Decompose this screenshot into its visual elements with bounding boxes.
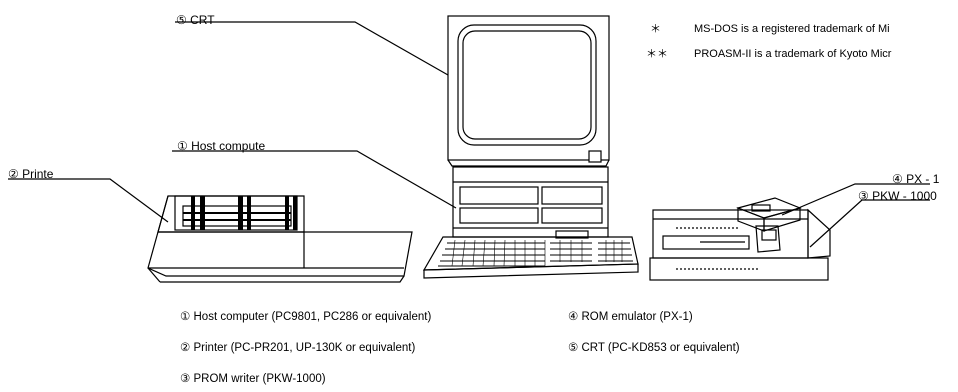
legend-host-computer: ① Host computer (PC9801, PC286 or equiva…	[180, 310, 431, 324]
host-computer-unit	[453, 167, 608, 237]
host-computer-callout: ① Host compute	[177, 139, 265, 153]
rom-emulator-callout: ④ PX - 1	[892, 172, 939, 186]
printer-callout: ② Printe	[8, 167, 53, 181]
crt-callout: ⑤ CRT	[176, 13, 215, 27]
printer	[148, 196, 412, 282]
prom-writer	[650, 210, 830, 280]
trademark-note-1-text: MS-DOS is a registered trademark of Mi	[694, 23, 890, 36]
pkw-leader-line	[810, 200, 930, 247]
keyboard	[424, 231, 638, 278]
prom-writer-callout: ③ PKW - 1000	[858, 189, 937, 203]
host-leader-line	[172, 151, 456, 208]
legend-rom-emulator: ④ ROM emulator (PX-1)	[568, 310, 693, 324]
legend-crt: ⑤ CRT (PC-KD853 or equivalent)	[568, 341, 740, 355]
legend-prom-writer: ③ PROM writer (PKW-1000)	[180, 372, 326, 386]
trademark-note-1-mark: ＊	[650, 23, 661, 36]
printer-leader-line	[8, 179, 168, 222]
trademark-note-2-text: PROASM-II is a trademark of Kyoto Micr	[694, 48, 891, 61]
crt-monitor	[448, 16, 609, 166]
trademark-note-2-mark: ＊＊	[646, 48, 668, 61]
crt-leader-line	[175, 22, 448, 75]
legend-printer: ② Printer (PC-PR201, UP-130K or equivale…	[180, 341, 415, 355]
printer-paper-stripes	[183, 196, 297, 230]
